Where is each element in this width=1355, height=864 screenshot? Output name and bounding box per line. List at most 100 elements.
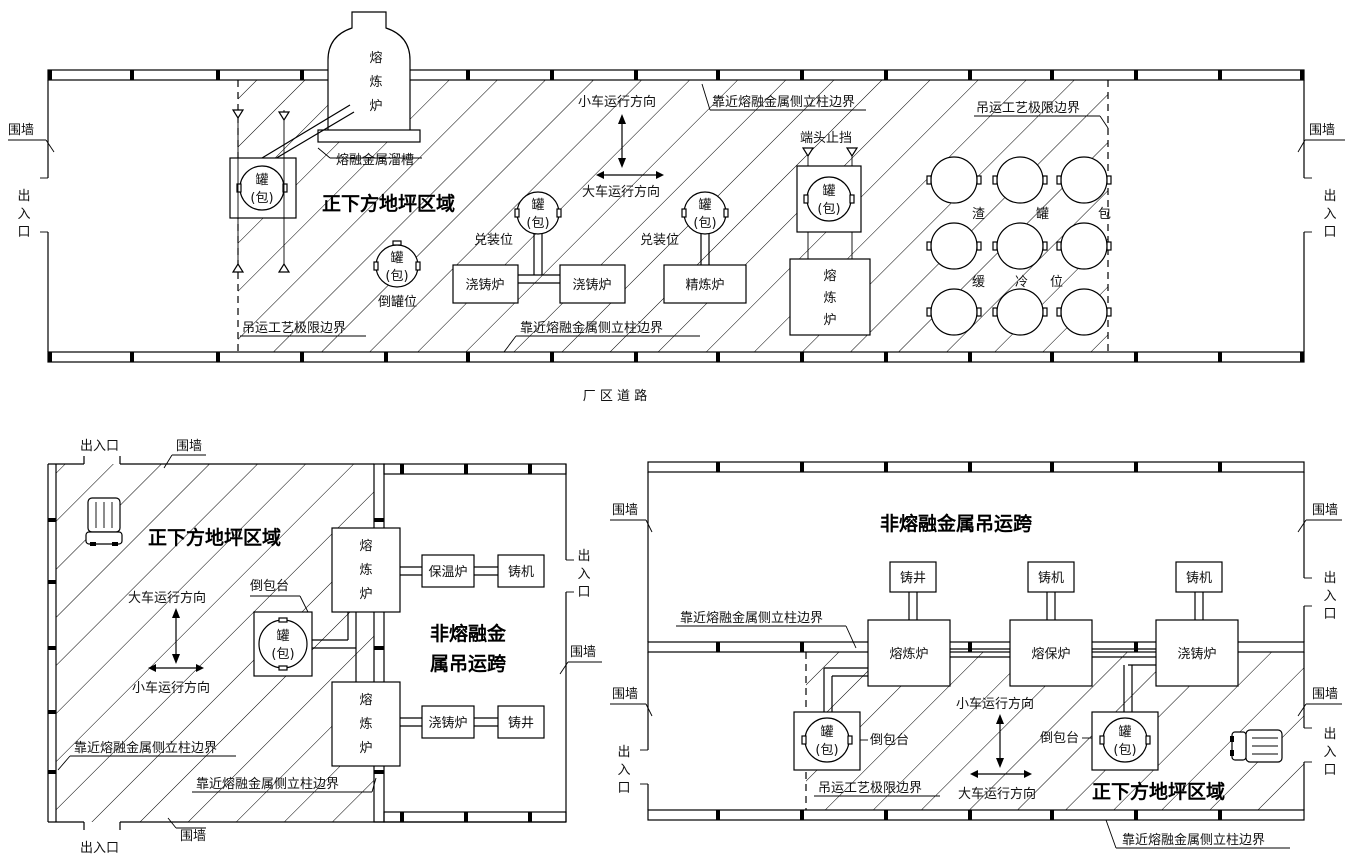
top-trolley-dir-label: 小车运行方向 [578, 94, 656, 110]
top-ground-zone-label: 正下方地坪区域 [322, 192, 455, 215]
slag-ladle [996, 288, 1044, 336]
rail-post [374, 518, 384, 522]
rail-post [300, 70, 304, 80]
slag-text-6: 位 [1050, 275, 1063, 290]
top-refining-furnace [663, 264, 747, 304]
br-transfer-vehicle-icon [1230, 729, 1283, 763]
br-entrance-left-2: 入 [617, 763, 630, 778]
br-wall-left-1: 围墙 [612, 503, 638, 518]
rail-post [1218, 352, 1222, 362]
br-entrance-right-4: 出 [1323, 727, 1336, 742]
slag-ladle [1060, 222, 1108, 270]
rail-post [400, 464, 404, 474]
svg-text:铸井: 铸井 [508, 715, 534, 731]
top-crane-dir-label: 大车运行方向 [582, 184, 660, 200]
rail-post [1218, 70, 1222, 80]
top-entrance-right-1: 出 [1323, 189, 1336, 204]
svg-text:罐: 罐 [822, 184, 835, 199]
slag-ladle [1060, 288, 1108, 336]
rail-post [968, 352, 972, 362]
bl-f1-c1: 熔 [359, 539, 372, 554]
rail-post [1050, 810, 1054, 820]
rail-post [48, 70, 52, 80]
rail-post [1134, 810, 1138, 820]
br-casting-machine-2 [1175, 561, 1223, 593]
bl-wall-bottom: 围墙 [180, 829, 206, 844]
rail-post [716, 352, 720, 362]
br-casting-furnace [1155, 619, 1239, 687]
top-furnace-char3: 炉 [369, 99, 382, 114]
top-entrance-left-2: 入 [17, 207, 30, 222]
rail-post [634, 352, 638, 362]
rail-post [464, 812, 468, 822]
top-column-boundary-lower: 靠近熔融金属侧立柱边界 [520, 320, 663, 336]
bottom-left-layout: 出入口 出入口 围墙 围墙 围墙 出 入 口 正下方地坪区域 大车运行方向 小车… [47, 439, 602, 856]
rail-post [1050, 352, 1054, 362]
svg-text:铸机: 铸机 [1186, 570, 1212, 586]
factory-road-label: 厂 区 道 路 [583, 388, 647, 404]
bl-f2-c2: 炼 [359, 717, 372, 732]
bl-ground-zone-label: 正下方地坪区域 [148, 526, 281, 549]
rail-post [48, 518, 56, 522]
svg-text:(包): (包) [693, 216, 716, 231]
slag-ladle [996, 156, 1044, 204]
rail-post [216, 70, 220, 80]
top-entrance-right-2: 入 [1323, 207, 1336, 222]
top-pouring-pos-label: 倒罐位 [378, 295, 417, 310]
top-end-stop-label: 端头止挡 [800, 131, 852, 146]
top-furnace-char1: 熔 [369, 51, 382, 66]
br-non-molten-span: 非熔融金属吊运跨 [880, 512, 1033, 535]
rail-post [716, 462, 720, 472]
svg-text:浇铸炉: 浇铸炉 [428, 715, 467, 731]
br-column-boundary-1: 靠近熔融金属侧立柱边界 [680, 610, 823, 626]
top-furnace-right-char2: 炼 [823, 291, 836, 306]
svg-text:罐: 罐 [531, 198, 544, 213]
rail-post [884, 462, 888, 472]
top-furnace-right-char3: 炉 [823, 313, 836, 328]
top-slag-cooling-area [926, 156, 1112, 336]
rail-post [550, 352, 554, 362]
bl-f1-c3: 炉 [359, 587, 372, 602]
rail-post [48, 352, 52, 362]
br-entrance-left-3: 口 [617, 781, 630, 796]
br-crane-dir-label: 大车运行方向 [958, 786, 1036, 802]
top-furnace-char2: 炼 [369, 75, 382, 90]
svg-text:精炼炉: 精炼炉 [685, 278, 724, 293]
bl-casting-well [497, 705, 545, 739]
rail-post [374, 646, 384, 650]
bl-tilt-stand-label: 倒包台 [250, 579, 289, 594]
top-smelting-furnace [317, 11, 421, 143]
top-wall-left: 围墙 [8, 123, 34, 138]
bl-crane-dir-label: 大车运行方向 [128, 590, 206, 606]
rail-post [800, 642, 804, 652]
rail-post [1218, 810, 1222, 820]
rail-post [528, 812, 532, 822]
slag-text-1: 渣 [972, 207, 985, 222]
slag-ladle [930, 222, 978, 270]
svg-text:(包): (包) [817, 202, 840, 217]
svg-text:铸机: 铸机 [508, 564, 534, 580]
bl-entrance-right-3: 口 [577, 585, 590, 600]
bl-f2-c3: 炉 [359, 741, 372, 756]
slag-text-2: 罐 [1036, 207, 1049, 222]
rail-post [1134, 642, 1138, 652]
bl-smelting-furnace-1 [331, 527, 401, 613]
rail-post [464, 464, 468, 474]
bl-smelting-furnace-2 [331, 681, 401, 767]
top-column-boundary-upper: 靠近熔融金属侧立柱边界 [712, 94, 855, 110]
rail-post [1300, 70, 1304, 80]
rail-post [800, 810, 804, 820]
rail-post [800, 462, 804, 472]
bl-entrance-right-2: 入 [577, 567, 590, 582]
svg-text:罐: 罐 [276, 629, 289, 644]
br-wall-right-1: 围墙 [1312, 503, 1338, 518]
rail-post [1300, 352, 1304, 362]
rail-post [550, 70, 554, 80]
svg-text:(包): (包) [1113, 743, 1136, 758]
br-melt-holding-furnace [1009, 619, 1093, 687]
br-limit-boundary-label: 吊运工艺极限边界 [818, 781, 922, 796]
bl-f1-c2: 炼 [359, 563, 372, 578]
top-entrance-left-1: 出 [17, 189, 30, 204]
rail-post [884, 70, 888, 80]
svg-text:罐: 罐 [1118, 725, 1131, 740]
